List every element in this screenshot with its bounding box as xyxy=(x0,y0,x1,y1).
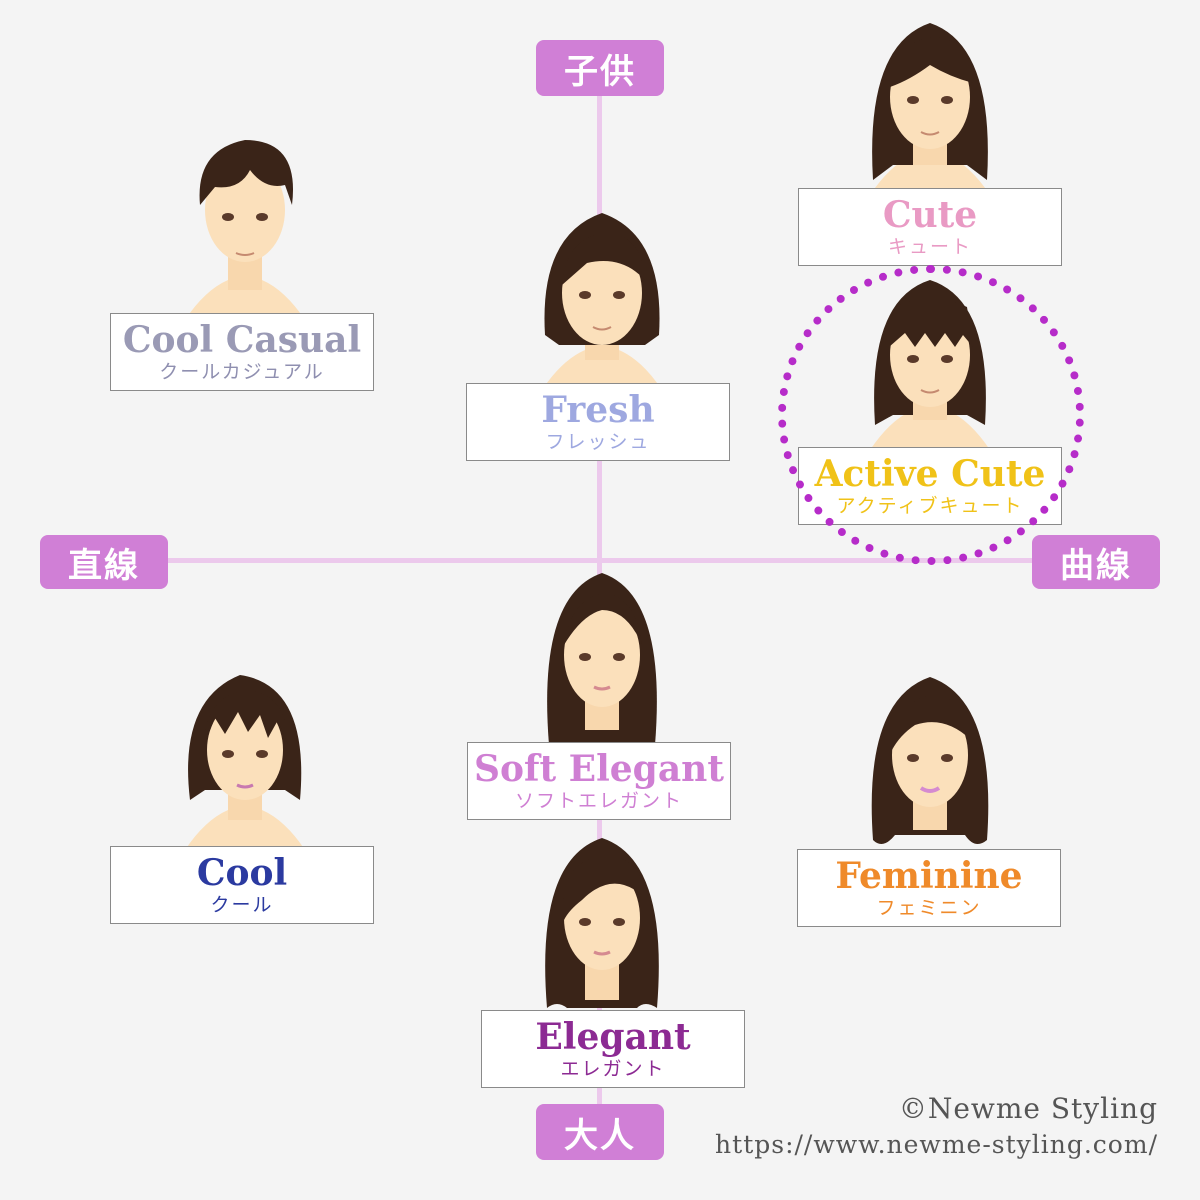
soft-elegant-face-illustration xyxy=(547,573,657,745)
type-name-jp: フレッシュ xyxy=(545,431,651,453)
active-cute-face-illustration xyxy=(870,280,990,450)
axis-label-bottom: 大人 xyxy=(536,1104,664,1160)
type-box-cool-casual: Cool Casual クールカジュアル xyxy=(110,313,374,391)
horizontal-axis-line xyxy=(165,558,1035,563)
type-box-soft-elegant: Soft Elegant ソフトエレガント xyxy=(467,742,731,820)
type-name-en: Elegant xyxy=(535,1016,691,1058)
type-name-en: Soft Elegant xyxy=(474,748,724,790)
type-box-fresh: Fresh フレッシュ xyxy=(466,383,730,461)
type-name-en: Feminine xyxy=(835,855,1023,897)
fresh-face-illustration xyxy=(542,213,662,390)
type-name-jp: フェミニン xyxy=(876,897,982,919)
copyright-text: ©Newme Styling xyxy=(898,1092,1158,1125)
type-name-jp: キュート xyxy=(887,236,972,258)
type-box-elegant: Elegant エレガント xyxy=(481,1010,745,1088)
axis-label-left: 直線 xyxy=(40,535,168,589)
cool-face-illustration xyxy=(185,675,305,850)
type-box-cute: Cute キュート xyxy=(798,188,1062,266)
type-box-feminine: Feminine フェミニン xyxy=(797,849,1061,927)
type-name-en: Cool xyxy=(196,852,288,894)
type-box-cool: Cool クール xyxy=(110,846,374,924)
type-name-jp: エレガント xyxy=(560,1058,666,1080)
type-name-jp: ソフトエレガント xyxy=(514,790,683,812)
axis-label-right: 曲線 xyxy=(1032,535,1160,589)
type-name-en: Cute xyxy=(882,194,978,236)
type-name-jp: アクティブキュート xyxy=(836,495,1024,517)
type-name-en: Fresh xyxy=(541,389,655,431)
type-name-jp: クール xyxy=(210,894,274,916)
feminine-face-illustration xyxy=(871,677,989,844)
cute-face-illustration xyxy=(870,23,990,195)
type-name-en: Active Cute xyxy=(814,453,1046,495)
type-name-en: Cool Casual xyxy=(122,319,362,361)
elegant-face-illustration xyxy=(545,838,659,1008)
type-name-jp: クールカジュアル xyxy=(159,361,325,383)
cool-casual-face-illustration xyxy=(185,140,305,320)
type-box-active-cute: Active Cute アクティブキュート xyxy=(798,447,1062,525)
axis-label-top: 子供 xyxy=(536,40,664,96)
website-url: https://www.newme-styling.com/ xyxy=(715,1130,1158,1159)
